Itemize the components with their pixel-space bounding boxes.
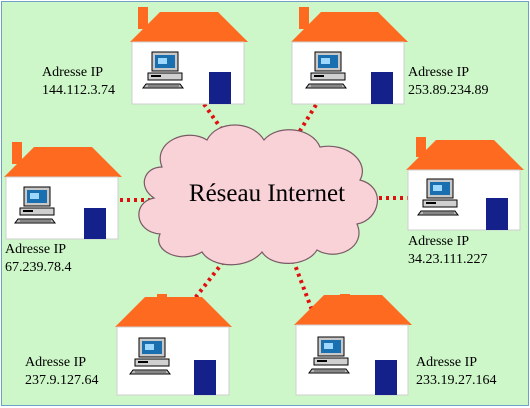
ip-caption: Adresse IP [5,242,67,257]
link-top-left [190,85,236,149]
host-label-bottom-left: Adresse IP 237.9.127.64 [25,354,99,390]
ip-address: 253.89.234.89 [408,83,489,98]
house-middle-right [406,137,524,231]
host-label-bottom-right: Adresse IP 233.19.27.164 [416,354,497,390]
ip-caption: Adresse IP [408,234,470,249]
ip-address: 144.112.3.74 [42,83,115,98]
ip-address: 67.239.78.4 [5,260,72,275]
ip-address: 233.19.27.164 [416,373,497,388]
house-top-left [130,7,248,105]
house-middle-left [4,142,122,240]
cloud-label: Réseau Internet [188,180,346,207]
ip-caption: Adresse IP [408,65,470,80]
house-bottom-right [294,294,412,396]
ip-caption: Adresse IP [42,65,104,80]
ip-caption: Adresse IP [416,355,478,370]
house-top-right [291,7,408,105]
ip-caption: Adresse IP [25,355,87,370]
host-label-top-left: Adresse IP 144.112.3.74 [42,64,115,100]
house-bottom-left [115,294,232,396]
host-label-top-right: Adresse IP 253.89.234.89 [408,64,489,100]
ip-address: 34.23.111.227 [408,252,488,267]
ip-address: 237.9.127.64 [25,373,99,388]
cloud-icon [138,124,378,266]
host-label-middle-left: Adresse IP 67.239.78.4 [5,241,72,277]
host-label-middle-right: Adresse IP 34.23.111.227 [408,233,487,269]
